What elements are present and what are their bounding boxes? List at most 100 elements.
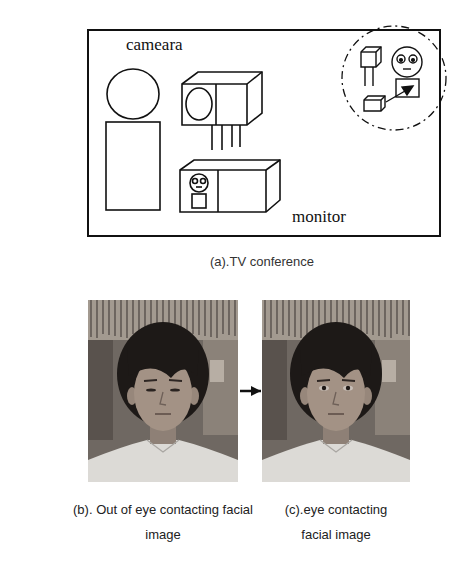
monitor-label: monitor bbox=[292, 207, 346, 227]
book-spine bbox=[366, 300, 367, 334]
gaze-arrow bbox=[386, 91, 405, 102]
facial-photo bbox=[88, 300, 238, 482]
book-spine bbox=[132, 300, 133, 334]
small-camera-edge bbox=[361, 51, 376, 52]
camera-body bbox=[182, 72, 262, 125]
monitor-edge bbox=[217, 170, 219, 212]
background-object bbox=[210, 360, 224, 382]
background-object bbox=[382, 360, 396, 382]
bangs bbox=[300, 350, 372, 378]
book-spine bbox=[96, 300, 97, 338]
small-face-pupil bbox=[412, 59, 415, 62]
small-camera-edge bbox=[376, 47, 381, 52]
book-spine bbox=[198, 300, 199, 335]
eyebrow bbox=[144, 380, 157, 381]
monitor-edge bbox=[180, 169, 266, 171]
small-face-pupil bbox=[400, 59, 403, 62]
face-eye bbox=[193, 179, 198, 184]
book-spine bbox=[276, 300, 277, 334]
monitor-body bbox=[180, 160, 280, 212]
book-spine bbox=[114, 300, 115, 336]
monitor-edge bbox=[265, 170, 267, 212]
person-figure bbox=[106, 69, 160, 210]
book-spine bbox=[120, 300, 121, 337]
collar bbox=[147, 440, 179, 452]
eye bbox=[343, 385, 353, 390]
small-camera-edge bbox=[381, 96, 385, 100]
book-spine bbox=[192, 300, 193, 334]
camera-symbol bbox=[182, 72, 262, 150]
book-spine bbox=[408, 300, 409, 336]
small-face-eye bbox=[397, 55, 405, 63]
photo-panel: (b). Out of eye contacting facial image bbox=[70, 300, 256, 547]
eye bbox=[170, 388, 180, 391]
book-spine bbox=[90, 300, 91, 337]
monitor-face-body bbox=[192, 194, 206, 208]
photo-panel: (c).eye contacting facial image bbox=[256, 300, 416, 547]
book-spine bbox=[234, 300, 235, 336]
monitor-symbol bbox=[180, 160, 280, 212]
book-spine bbox=[390, 300, 391, 338]
camera-leg bbox=[221, 125, 223, 150]
detail-view bbox=[361, 47, 422, 111]
camera-edge bbox=[182, 83, 247, 85]
eyebrow bbox=[317, 380, 330, 381]
bangs bbox=[127, 350, 199, 378]
arrow-connector bbox=[240, 390, 261, 393]
book-spine bbox=[294, 300, 295, 337]
camera-lens bbox=[186, 88, 212, 120]
small-camera-leg bbox=[364, 67, 365, 86]
background-shelf bbox=[262, 340, 287, 440]
face-eye bbox=[201, 179, 206, 184]
book-spine bbox=[102, 300, 103, 334]
book-spine bbox=[204, 300, 205, 336]
book-spine bbox=[306, 300, 307, 334]
camera-edge bbox=[246, 84, 248, 125]
camera-edge bbox=[215, 84, 217, 125]
small-camera-edge bbox=[375, 52, 376, 67]
book-spine bbox=[108, 300, 109, 335]
small-camera bbox=[364, 96, 385, 111]
face-mouth bbox=[196, 186, 202, 188]
collar bbox=[320, 440, 352, 452]
small-camera-edge bbox=[380, 100, 381, 111]
book-spine bbox=[210, 300, 211, 337]
camera-leg bbox=[239, 125, 241, 147]
small-face-mouth bbox=[403, 68, 411, 69]
small-face bbox=[392, 47, 422, 77]
book-spine bbox=[216, 300, 217, 338]
photo-caption: (b). Out of eye contacting facial image bbox=[71, 497, 256, 547]
book-spine bbox=[288, 300, 289, 336]
scene-frame bbox=[88, 30, 440, 236]
book-spine bbox=[222, 300, 223, 334]
shirt bbox=[88, 440, 238, 482]
camera-edge bbox=[247, 72, 262, 84]
book-spine bbox=[300, 300, 301, 338]
gaze-arrowhead bbox=[402, 86, 413, 95]
nose bbox=[333, 392, 339, 405]
book-spine bbox=[228, 300, 229, 335]
small-face-eye bbox=[409, 55, 417, 63]
small-camera-leg bbox=[372, 67, 373, 86]
shirt bbox=[262, 440, 410, 482]
person-head bbox=[107, 69, 159, 119]
eye bbox=[319, 385, 329, 390]
mouth bbox=[328, 413, 344, 415]
iris bbox=[346, 386, 350, 390]
camera-leg bbox=[231, 125, 233, 147]
camera-label: cameara bbox=[126, 35, 183, 55]
background-shelf bbox=[88, 340, 113, 440]
monitor-edge bbox=[266, 160, 280, 170]
book-spine bbox=[270, 300, 271, 338]
photo-background bbox=[88, 300, 238, 482]
camera-leg bbox=[211, 125, 213, 150]
photo-caption: (c).eye contacting facial image bbox=[271, 497, 401, 547]
book-spine bbox=[264, 300, 265, 337]
detail-circle bbox=[342, 26, 446, 130]
book-spine bbox=[372, 300, 373, 335]
book-spine bbox=[378, 300, 379, 336]
photo-background bbox=[262, 300, 410, 482]
